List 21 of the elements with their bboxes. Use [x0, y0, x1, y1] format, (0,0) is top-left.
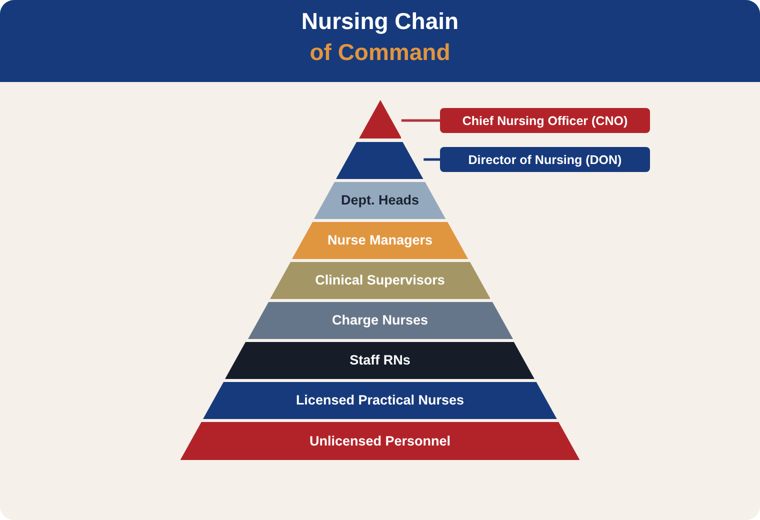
role-tag: Director of Nursing (DON)	[440, 147, 650, 172]
pyramid-tier	[248, 302, 512, 338]
pyramid-tier	[358, 100, 402, 138]
tier-label: Unlicensed Personnel	[308, 433, 452, 448]
pyramid-tier	[203, 382, 557, 418]
pyramid-tier	[292, 222, 468, 258]
title: Nursing Chain of Command	[300, 7, 460, 67]
pyramid-tier	[314, 182, 446, 218]
tier-label: Clinical Supervisors	[314, 272, 446, 288]
tier-label: Charge Nurses	[330, 312, 430, 328]
leader-line	[401, 119, 440, 122]
tier-label: Nurse Managers	[326, 232, 434, 248]
tier-label: Dept. Heads	[340, 192, 420, 208]
tier-label: Licensed Practical Nurses	[294, 392, 466, 408]
pyramid-tier	[336, 142, 424, 178]
pyramid-tier	[270, 262, 490, 298]
pyramid-tier	[225, 342, 535, 378]
role-tag: Chief Nursing Officer (CNO)	[440, 108, 650, 133]
leader-line	[424, 158, 440, 161]
pyramid-tier	[180, 422, 580, 460]
tier-label: Staff RNs	[348, 352, 412, 368]
